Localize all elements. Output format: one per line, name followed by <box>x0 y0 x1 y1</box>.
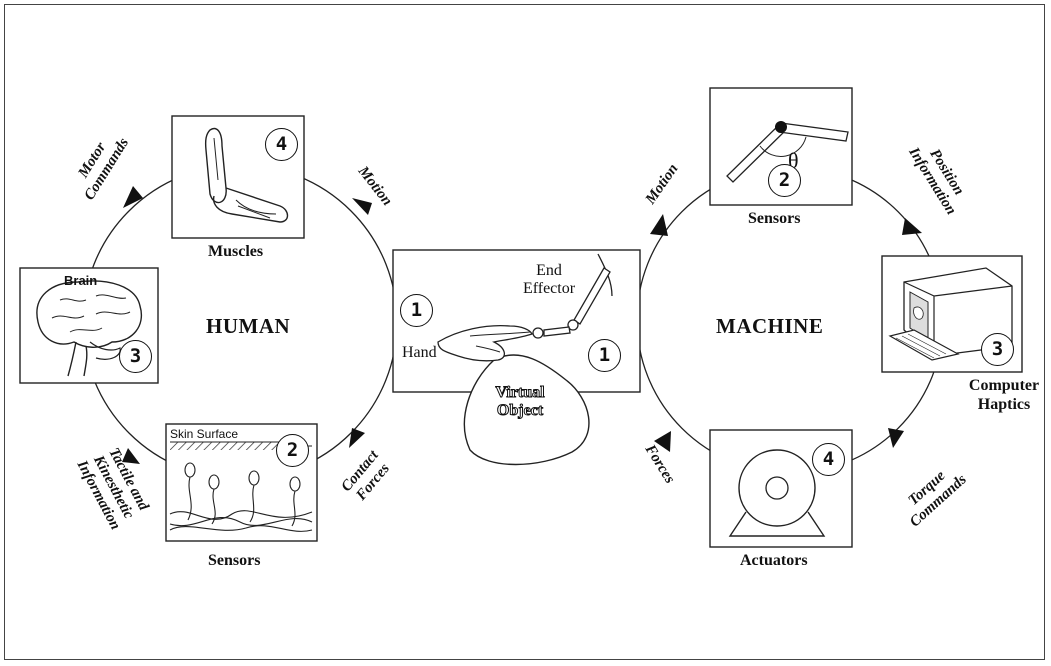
arrow-tactile-info <box>122 448 140 464</box>
computer-number-badge: 3 <box>981 333 1014 366</box>
theta-label: θ <box>788 148 799 173</box>
arrow-forces <box>654 431 671 452</box>
human-sensors-label: Sensors <box>208 552 261 569</box>
arrow-position-info <box>902 218 922 235</box>
skin-surface-label: Skin Surface <box>170 427 239 441</box>
arrow-contact-forces <box>349 428 365 448</box>
arrow-motion-human <box>352 198 372 215</box>
computer-box <box>881 255 1023 373</box>
machine-sensors-number-badge: 2 <box>768 164 801 197</box>
human-sensors-number-badge: 2 <box>276 434 309 467</box>
machine-title: MACHINE <box>716 314 824 338</box>
brain-label: Brain <box>64 273 98 288</box>
brain-number-badge: 3 <box>119 340 152 373</box>
center-left-number-badge: 1 <box>400 294 433 327</box>
muscles-number-badge: 4 <box>265 128 298 161</box>
hand-label: Hand <box>402 344 437 361</box>
end-effector-label: End Effector <box>522 262 576 297</box>
machine-sensors-label: Sensors <box>748 210 801 227</box>
actuators-number-badge: 4 <box>812 443 845 476</box>
center-right-number-badge: 1 <box>588 339 621 372</box>
muscles-label: Muscles <box>208 243 264 260</box>
diagram-frame <box>4 4 1045 660</box>
computer-haptics-label: Computer Haptics <box>968 377 1040 413</box>
actuators-label: Actuators <box>740 552 808 569</box>
arrow-motion-machine <box>650 214 668 236</box>
arrow-motor-commands <box>123 186 143 208</box>
virtual-object-label: Virtual Object <box>495 384 545 420</box>
machine-sensors-box <box>709 87 853 206</box>
human-title: HUMAN <box>206 314 291 338</box>
human-sensors-box <box>165 423 318 542</box>
arrow-torque-commands <box>888 428 904 448</box>
